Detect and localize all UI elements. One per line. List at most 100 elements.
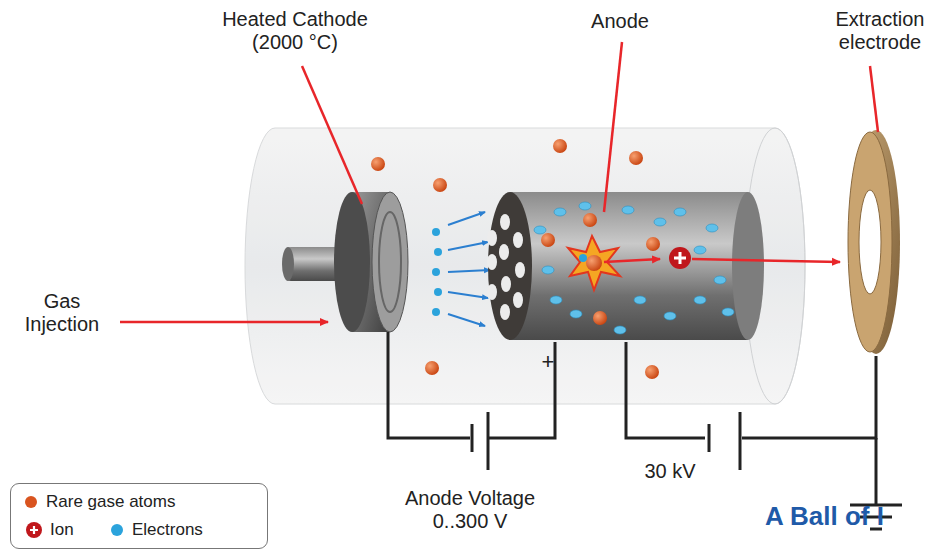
ion-disc (26, 522, 42, 538)
drawing-part (448, 314, 485, 326)
anode-hole (487, 254, 497, 270)
drawing-part (579, 254, 587, 262)
drawing-part (448, 242, 488, 250)
drawing-part (471, 424, 474, 452)
heading-fragment: A Ball of I (765, 505, 937, 528)
heated-cathode (282, 192, 408, 332)
legend-text: Ion (50, 520, 74, 540)
anode-hole (500, 304, 510, 320)
drawing-part (568, 236, 620, 290)
rare-gas-atom (553, 139, 567, 153)
battery-symbol (472, 412, 740, 470)
part-label: Heated Cathode (2000 °C) (215, 8, 375, 54)
legend-box: Rare gase atomsIon Electrons (10, 483, 268, 549)
drawing-part (448, 270, 490, 272)
legend-entry: Rare gase atoms (25, 492, 175, 512)
drawing-part (434, 248, 442, 256)
drawing-part (859, 190, 881, 294)
rare-gas-atoms (371, 139, 660, 379)
drawing-part (372, 192, 408, 332)
polarity-sign: + (536, 350, 560, 373)
part-label: Extraction electrode (820, 8, 940, 54)
electron (550, 296, 562, 304)
rare-gas-atom (433, 178, 447, 192)
drawing-part (692, 259, 840, 262)
drawing-part (432, 308, 440, 316)
part-label: Anode Voltage 0..300 V (400, 487, 540, 533)
electron (706, 224, 718, 232)
anode-hole (513, 292, 523, 308)
legend-swatch (25, 496, 37, 508)
electron (634, 296, 646, 304)
extraction-electrode (848, 130, 900, 354)
electron (694, 246, 706, 254)
circuit-wires (388, 332, 876, 505)
drawing-part (302, 66, 362, 204)
drawing-part (848, 132, 892, 352)
emitted-electrons (432, 212, 490, 326)
rare-gas-atom (583, 213, 597, 227)
rare-gas-atom (541, 233, 555, 247)
drawing-part (120, 321, 328, 324)
electron (722, 308, 734, 316)
drawing-part (732, 192, 764, 340)
legend-text: Rare gase atoms (46, 492, 175, 512)
electron (579, 202, 591, 210)
electron (534, 226, 546, 234)
drawing-part (739, 412, 742, 470)
legend-entry: Electrons (111, 520, 203, 540)
drawing-part (669, 247, 691, 269)
drawing-part (708, 424, 711, 452)
rare-gas-atom (371, 157, 385, 171)
electron (542, 266, 554, 274)
drawing-part (875, 438, 878, 505)
anode-electrons (534, 202, 734, 334)
drawing-part (432, 228, 442, 316)
drawing-part (432, 268, 440, 276)
rare-gas-atom (629, 151, 643, 165)
anode-hole (499, 244, 509, 260)
electron (694, 296, 706, 304)
rare-gas-atom (425, 361, 439, 375)
drawing-part (448, 212, 490, 326)
drawing-part (245, 128, 805, 404)
drawing-part (488, 192, 532, 340)
drawing-part (487, 412, 490, 470)
drawing-part (586, 255, 602, 271)
drawing-part (604, 42, 622, 212)
electron (614, 326, 626, 334)
legend-entry: Ion (25, 520, 74, 540)
leader-lines (120, 42, 878, 322)
electron (654, 218, 666, 226)
part-label: Anode (580, 10, 660, 33)
ion-symbol (669, 247, 840, 269)
rare-gas-atom (593, 311, 607, 325)
drawing-part (282, 247, 294, 281)
drawing-part (674, 252, 686, 264)
drawing-part (604, 259, 660, 262)
anode-hole (500, 214, 510, 230)
legend-text: Electrons (132, 520, 203, 540)
anode-hole (515, 262, 525, 278)
drawing-part (510, 192, 748, 340)
drawing-part (432, 228, 440, 236)
drawing-part (870, 66, 878, 132)
plus-mark (30, 526, 38, 534)
drawing-part (448, 292, 488, 298)
drawing-part (379, 212, 401, 312)
anode-hole (487, 230, 497, 246)
anode-hole (487, 284, 497, 300)
rare-gas-atom (646, 237, 660, 251)
ionisation-event (568, 236, 660, 290)
drawing-part (388, 332, 470, 438)
anode-hole (513, 232, 523, 248)
drawing-part (334, 192, 370, 332)
rare-gas-atom (645, 365, 659, 379)
legend-ion-symbol (25, 521, 43, 539)
electron (622, 206, 634, 214)
glass-tube (245, 128, 805, 404)
electron (714, 276, 726, 284)
drawing-part (434, 288, 442, 296)
part-label: 30 kV (625, 460, 715, 483)
electron (554, 208, 566, 216)
